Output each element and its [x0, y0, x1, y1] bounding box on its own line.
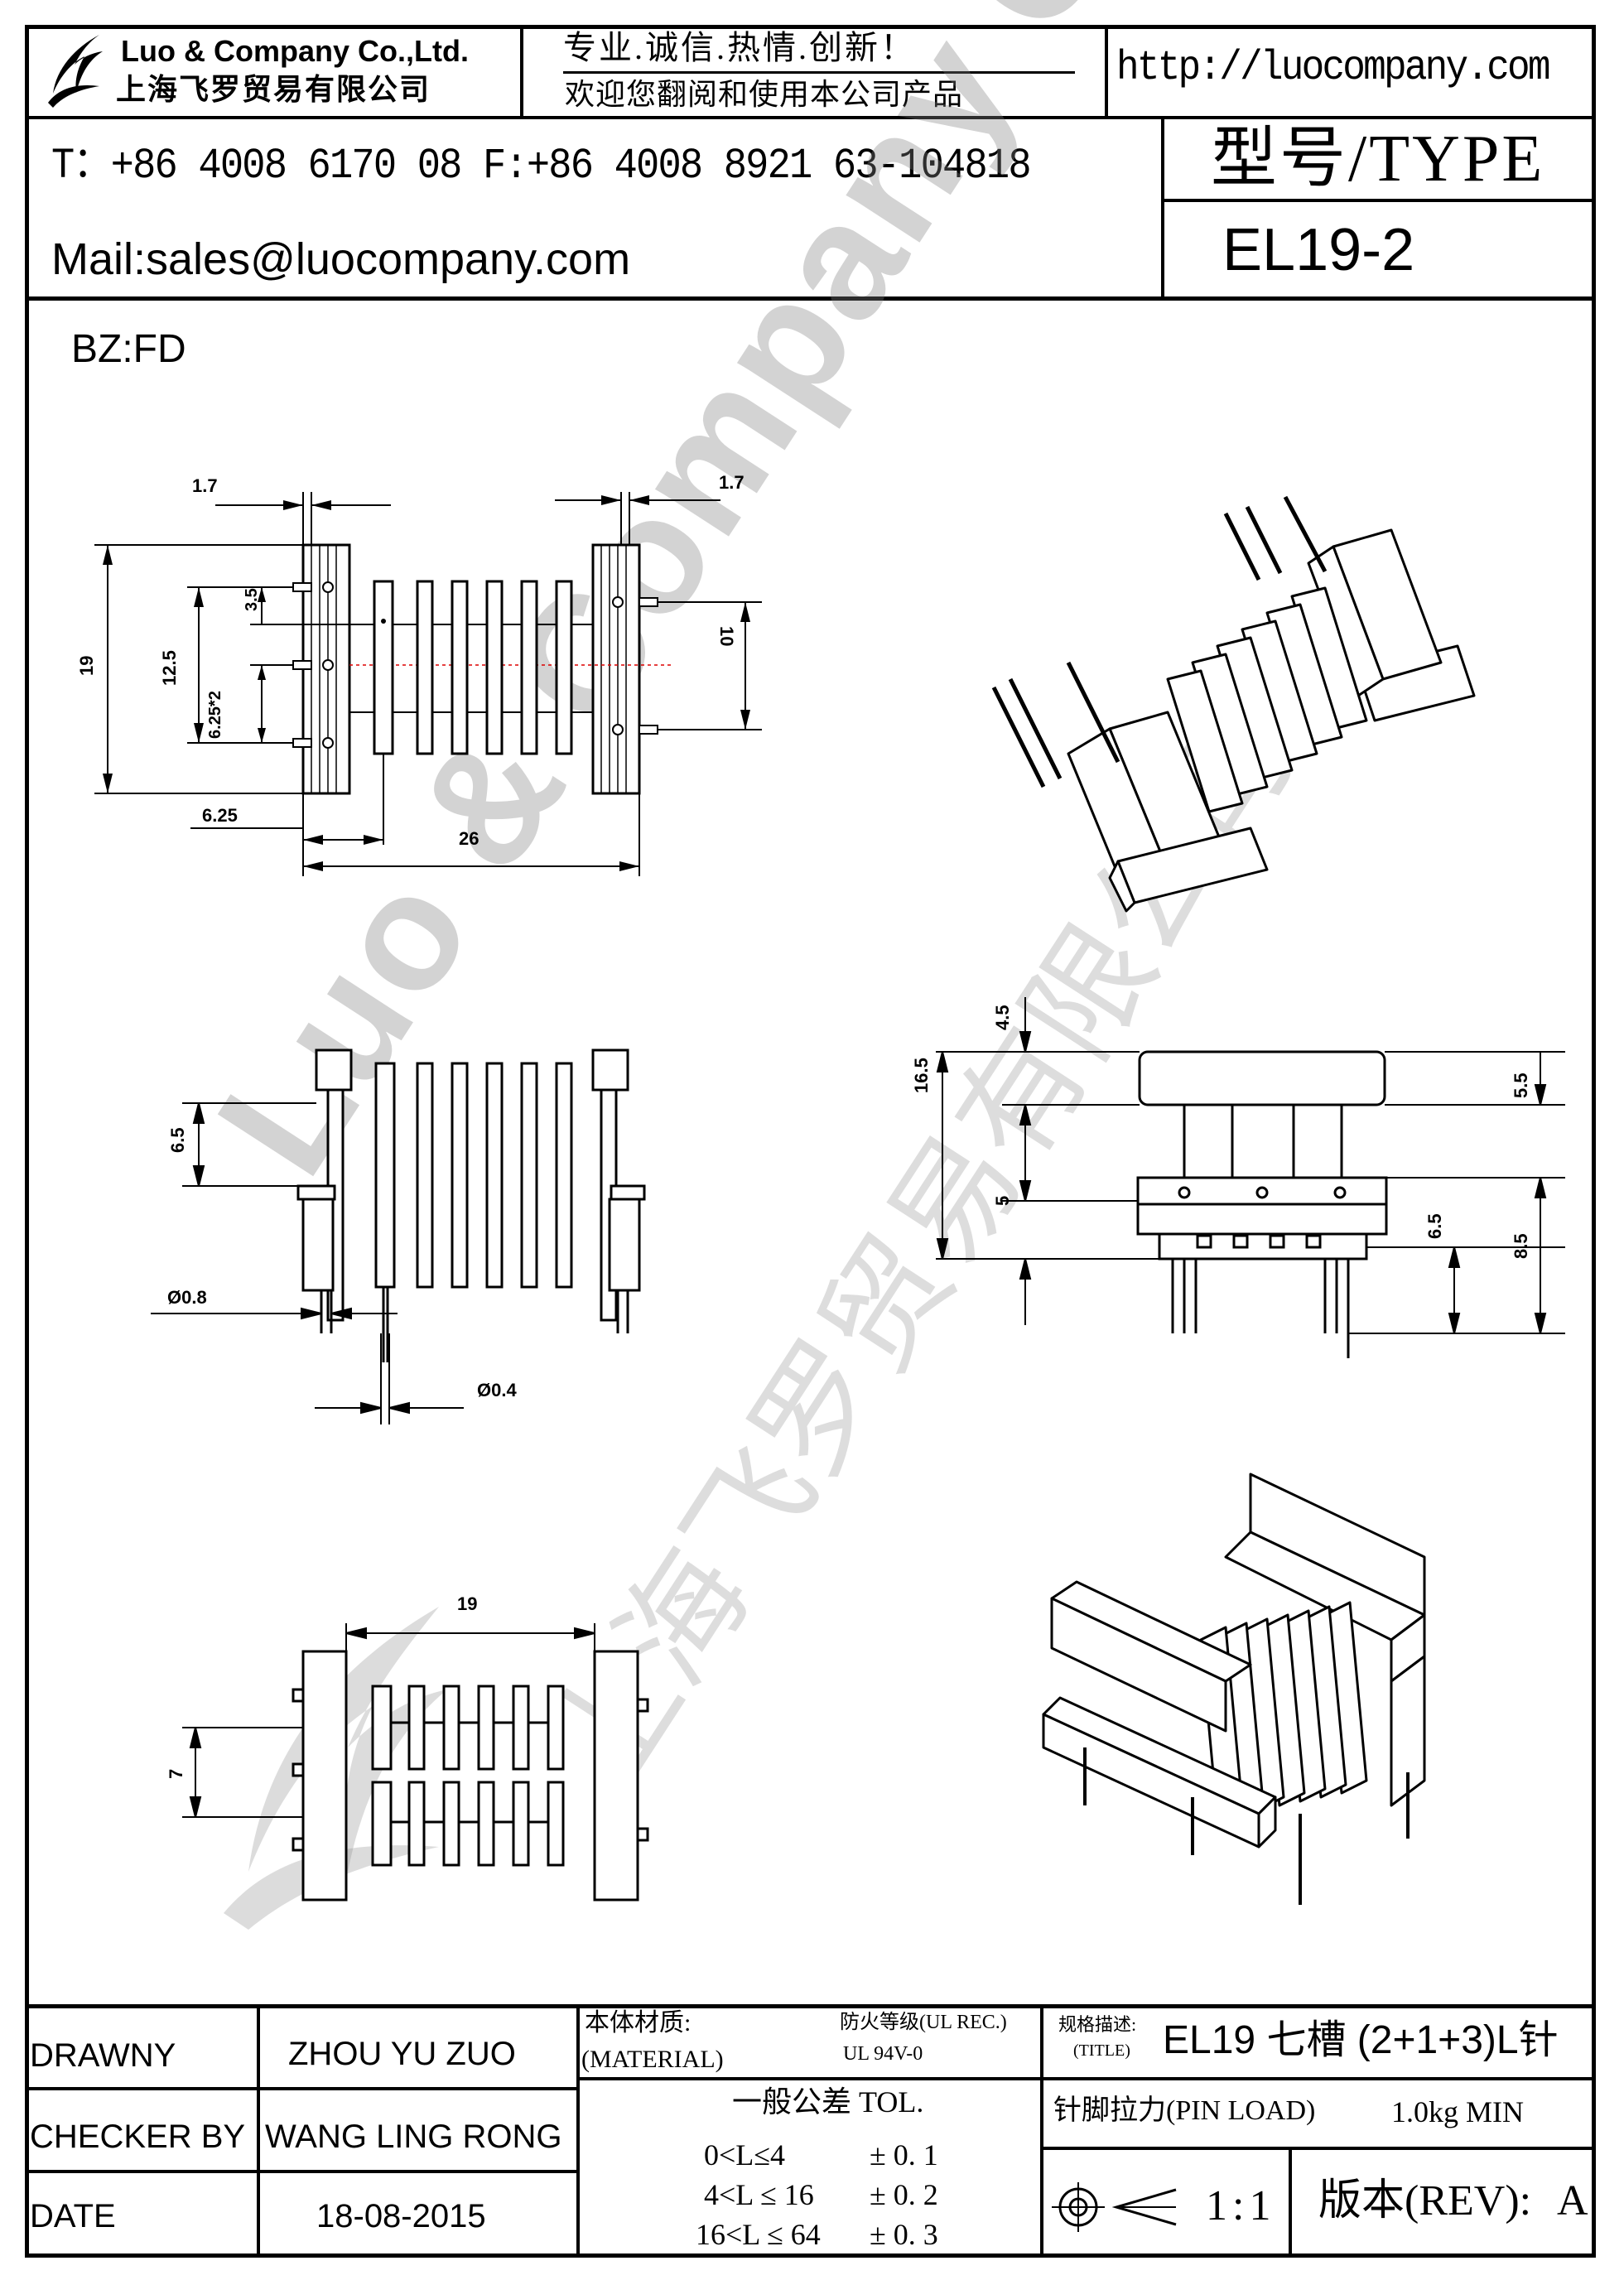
front-view-drawing: 6.5 Ø0.8 Ø0.4: [151, 1048, 646, 1424]
dim-19-height: 19: [76, 656, 97, 676]
fire-rating-label: 防火等级(UL REC.): [840, 2012, 1007, 2033]
email-text[interactable]: Mail:sales@luocompany.com: [51, 234, 631, 284]
company-logo-icon: [48, 35, 103, 108]
bz-label: BZ:FD: [71, 327, 186, 371]
tol-value-1: ± 0. 1: [870, 2138, 938, 2172]
titleblock-pinload-line: [1042, 2147, 1596, 2150]
titleblock-vline-3: [1040, 2004, 1043, 2258]
tol-range-2: 4<L ≤ 16: [704, 2178, 814, 2211]
dim-10: 10: [716, 626, 737, 646]
dim-8-5: 8.5: [1511, 1233, 1531, 1259]
dim-5-5: 5.5: [1511, 1073, 1531, 1098]
dim-12-5: 12.5: [159, 650, 180, 686]
checker-label: CHECKER BY: [30, 2119, 246, 2155]
titleblock-top-line: [25, 2004, 1596, 2008]
checker-value: WANG LING RONG: [265, 2119, 562, 2155]
dim-7: 7: [166, 1769, 186, 1779]
type-label: 型号/TYPE: [1211, 123, 1545, 195]
logo-vertical-divider: [520, 25, 523, 118]
company-name-en: Luo & Company Co.,Ltd.: [121, 34, 469, 68]
material-label-cn: 本体材质:: [585, 2009, 692, 2037]
header-divider-1: [25, 116, 1596, 119]
titleblock-vline-2: [576, 2004, 580, 2258]
company-name-cn: 上海飞罗贸易有限公司: [116, 72, 431, 106]
header-divider-2: [25, 296, 1596, 301]
slogan-text: 专业.诚信.热情.创新！: [563, 29, 916, 66]
isometric-view-top: [991, 495, 1476, 913]
isometric-view-bottom: [1042, 1473, 1426, 1905]
ul-grade-value: UL 94V-0: [843, 2043, 923, 2065]
dim-6-25x2: 6.25*2: [206, 691, 224, 739]
dim-6-25: 6.25: [202, 805, 238, 826]
revision-value: A: [1557, 2177, 1588, 2225]
drawing-sheet-border: [25, 25, 1596, 2258]
drawn-value: ZHOU YU ZUO: [288, 2036, 516, 2072]
dim-16-5: 16.5: [911, 1058, 932, 1093]
spec-value: EL19 七槽 (2+1+3)L针: [1163, 2018, 1559, 2062]
tol-value-3: ± 0. 3: [870, 2218, 938, 2251]
titleblock-row-line-2: [25, 2170, 578, 2173]
spec-label-en: (TITLE): [1073, 2041, 1130, 2060]
revision-label: 版本(REV):: [1318, 2177, 1532, 2225]
welcome-text: 欢迎您翻阅和使用本公司产品: [565, 78, 964, 111]
date-value: 18-08-2015: [316, 2198, 486, 2234]
dim-phi-0-8: Ø0.8: [167, 1287, 207, 1308]
bottom-view-drawing: 19 7: [166, 1593, 649, 1902]
pin-load-value: 1.0kg MIN: [1391, 2095, 1524, 2128]
tol-range-1: 0<L≤4: [704, 2138, 786, 2172]
dim-19-width: 19: [457, 1593, 477, 1614]
top-view-drawing: 1.7 1.7 19 12.5 3.5 6.25*2 10 6.25 26: [76, 472, 762, 876]
side-view-drawing: 4.5 16.5 5 5.5 6.5 8.5: [911, 997, 1565, 1358]
material-label-en: (MATERIAL): [581, 2046, 724, 2073]
slogan-underline: [563, 71, 1075, 74]
type-row-divider: [1163, 199, 1596, 202]
projection-symbol-icon: [1052, 2182, 1177, 2232]
dim-5: 5: [992, 1196, 1013, 1206]
pin-load-label: 针脚拉力(PIN LOAD): [1053, 2095, 1316, 2126]
tol-range-3: 16<L ≤ 64: [696, 2218, 821, 2251]
website-link[interactable]: http://luocompany.com: [1116, 45, 1551, 92]
dim-1-7-left: 1.7: [192, 475, 218, 496]
tol-value-2: ± 0. 2: [870, 2178, 938, 2211]
dim-4-5: 4.5: [992, 1005, 1013, 1030]
titleblock-vline-1: [257, 2004, 260, 2258]
type-value: EL19-2: [1222, 217, 1415, 283]
date-label: DATE: [30, 2198, 116, 2234]
drawn-label: DRAWNY: [30, 2037, 176, 2074]
spec-label-cn: 规格描述:: [1058, 2014, 1137, 2035]
titleblock-material-line: [578, 2077, 1596, 2080]
website-vertical-divider: [1105, 25, 1108, 118]
titleblock-row-line-1: [25, 2087, 578, 2090]
type-vertical-divider: [1161, 116, 1164, 300]
dim-3-5: 3.5: [243, 588, 261, 611]
titleblock-vline-4: [1289, 2147, 1292, 2258]
scale-value: 1:1: [1206, 2182, 1276, 2229]
dim-26: 26: [459, 828, 479, 849]
dim-1-7-right: 1.7: [719, 472, 745, 493]
dim-phi-0-4: Ø0.4: [477, 1380, 517, 1400]
tolerance-label: 一般公差 TOL.: [732, 2085, 924, 2119]
dim-6-5-front: 6.5: [167, 1127, 188, 1153]
dim-6-5-side: 6.5: [1424, 1213, 1445, 1239]
phone-fax-text: T：+86 4008 6170 08 F:+86 4008 8921 63-10…: [51, 142, 1032, 190]
